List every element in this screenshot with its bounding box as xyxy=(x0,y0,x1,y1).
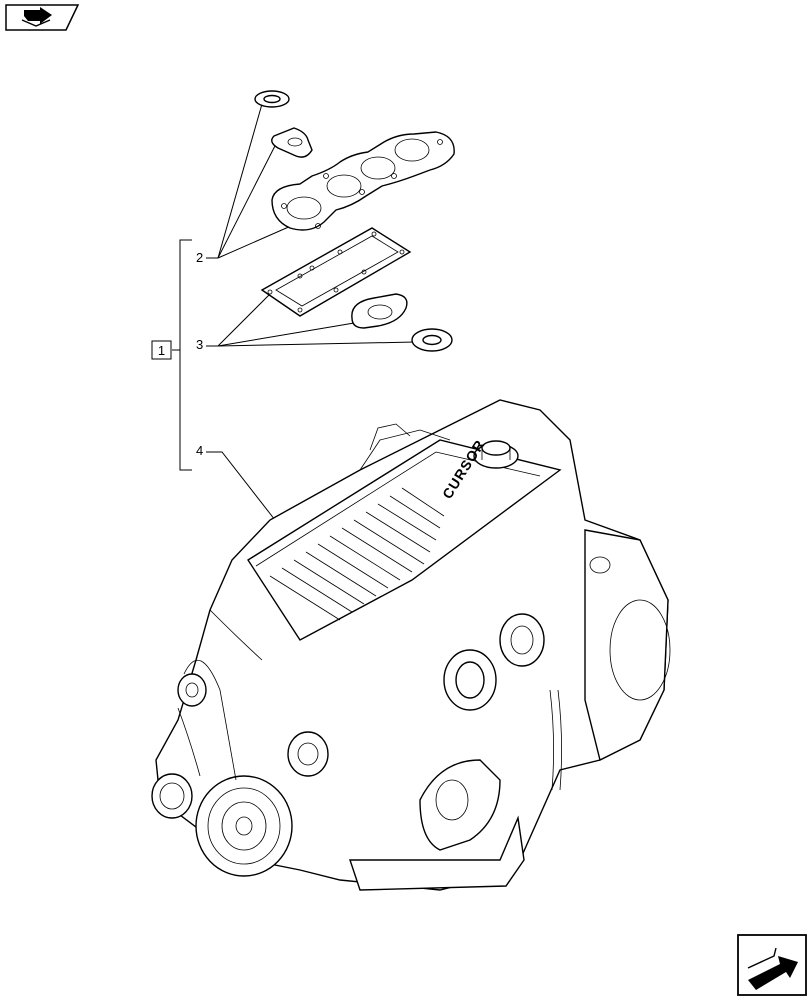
turbocharger xyxy=(443,613,545,711)
next-page-arrow-icon[interactable] xyxy=(737,934,807,996)
kit-ref-label: 1 xyxy=(158,343,165,358)
flange-gasket-top xyxy=(271,127,313,158)
washer-bottom xyxy=(411,328,453,352)
rectangular-gasket xyxy=(260,227,412,317)
tensioner-pulley xyxy=(287,731,329,777)
fan-pulley xyxy=(177,673,207,707)
oil-filler-cap xyxy=(473,440,519,469)
callout-label-3: 3 xyxy=(196,337,203,352)
callout-label-2: 2 xyxy=(196,250,203,265)
manifold-gasket xyxy=(271,131,455,231)
crankshaft-pulley xyxy=(195,775,293,877)
callout-bracket xyxy=(172,239,192,471)
accessory-pulley xyxy=(151,773,193,819)
callout-label-4: 4 xyxy=(196,443,203,458)
oval-flange-gasket xyxy=(351,293,408,329)
washer-top xyxy=(254,90,290,108)
flywheel-housing xyxy=(584,529,671,762)
engine-assembly: CURSOR xyxy=(151,399,671,891)
kit-ref-box[interactable]: 1 xyxy=(151,340,172,360)
valve-cover-fins xyxy=(269,487,445,621)
leader-lines xyxy=(206,103,416,521)
book-arrow-icon[interactable] xyxy=(5,4,80,31)
